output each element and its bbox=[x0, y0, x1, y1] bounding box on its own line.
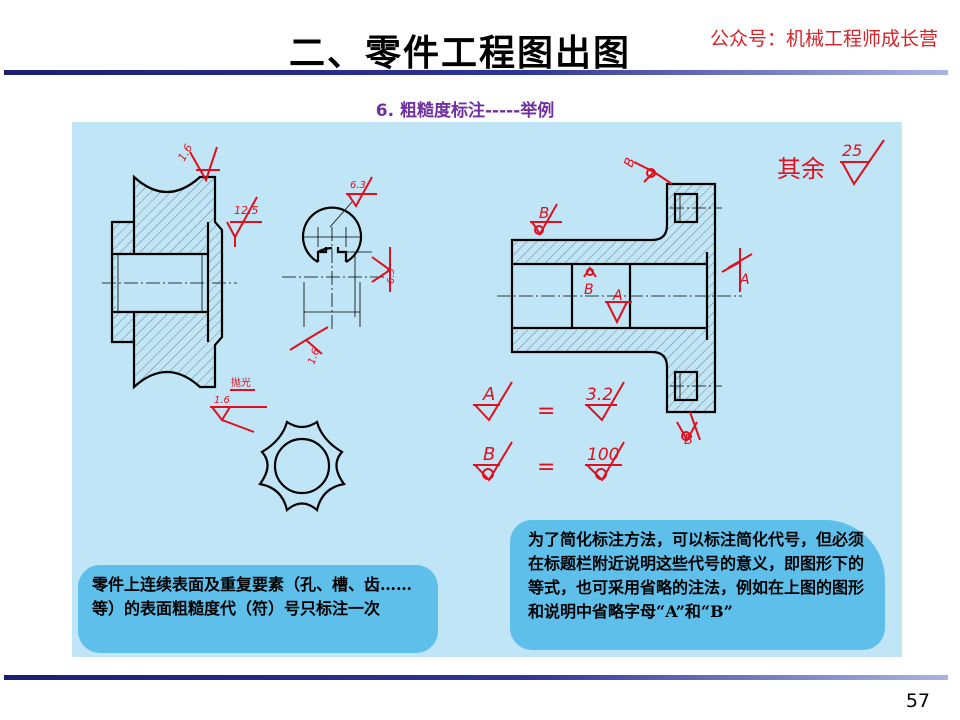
svg-text:6.3: 6.3 bbox=[386, 268, 397, 284]
svg-text:A: A bbox=[482, 384, 495, 405]
roughness-mark-gear-left: 1.6 bbox=[175, 142, 220, 183]
svg-text:A: A bbox=[739, 272, 750, 288]
svg-text:1.6: 1.6 bbox=[175, 142, 195, 164]
svg-text:6.3: 6.3 bbox=[350, 180, 366, 191]
svg-text:1.6: 1.6 bbox=[306, 347, 322, 366]
svg-text:1.6: 1.6 bbox=[214, 395, 230, 406]
section-subtitle: 6. 粗糙度标注-----举例 bbox=[375, 101, 555, 121]
gear-section-view bbox=[102, 174, 237, 390]
roughness-mark-flange-a-inner: A bbox=[605, 288, 632, 325]
note-simplified-symbols: 为了简化标注方法，可以标注简化代号，但必须在标题栏附近说明这些代号的意义，即图形… bbox=[510, 520, 885, 650]
svg-text:=: = bbox=[537, 455, 555, 480]
roughness-mark-star: 1.6 抛光 bbox=[210, 376, 267, 433]
legend-equation-a: A = 3.2 bbox=[473, 381, 625, 424]
svg-text:B: B bbox=[483, 444, 495, 465]
roughness-mark-keyway-side: 6.3 bbox=[371, 247, 397, 292]
top-divider bbox=[4, 70, 948, 75]
svg-text:A: A bbox=[612, 288, 623, 304]
remainder-roughness: 其余 25 bbox=[777, 139, 885, 186]
roughness-mark-keyway-bottom: 1.6 bbox=[289, 326, 329, 366]
svg-text:B: B bbox=[622, 156, 639, 170]
svg-text:B: B bbox=[684, 433, 693, 448]
roughness-mark-keyway-top: 6.3 bbox=[346, 176, 377, 208]
roughness-mark-gear-bore: 12.5 bbox=[226, 196, 262, 247]
roughness-mark-flange-b-left: B bbox=[530, 203, 562, 236]
roughness-mark-flange-a-right: A bbox=[721, 248, 753, 292]
page-title: 二、零件工程图出图 bbox=[288, 33, 631, 74]
flanged-sleeve-section bbox=[497, 182, 742, 414]
keyway-cross-section bbox=[282, 201, 384, 332]
svg-text:3.2: 3.2 bbox=[586, 385, 613, 405]
engineering-drawing: 1.6 12.5 6.3 bbox=[102, 139, 885, 513]
page-number: 57 bbox=[905, 690, 930, 712]
svg-text:25: 25 bbox=[842, 141, 862, 160]
svg-text:B: B bbox=[539, 204, 549, 222]
brand-label: 公众号：机械工程师成长营 bbox=[709, 28, 938, 50]
svg-text:100: 100 bbox=[587, 445, 619, 465]
roughness-mark-flange-b-top: B bbox=[622, 156, 673, 185]
roughness-mark-flange-b-inner: B bbox=[583, 266, 597, 298]
svg-text:=: = bbox=[537, 399, 555, 424]
spline-star-view bbox=[258, 420, 346, 513]
svg-text:抛光: 抛光 bbox=[231, 376, 251, 389]
svg-text:其余: 其余 bbox=[777, 155, 825, 183]
note-continuous-surfaces: 零件上连续表面及重复要素（孔、槽、齿……等）的表面粗糙度代（符）号只标注一次 bbox=[78, 565, 438, 653]
bottom-divider bbox=[4, 675, 948, 680]
legend-equation-b: B = 100 bbox=[473, 441, 625, 482]
roughness-mark-flange-b-bottom: B bbox=[676, 411, 701, 448]
svg-text:B: B bbox=[584, 282, 594, 298]
svg-text:12.5: 12.5 bbox=[234, 204, 259, 217]
